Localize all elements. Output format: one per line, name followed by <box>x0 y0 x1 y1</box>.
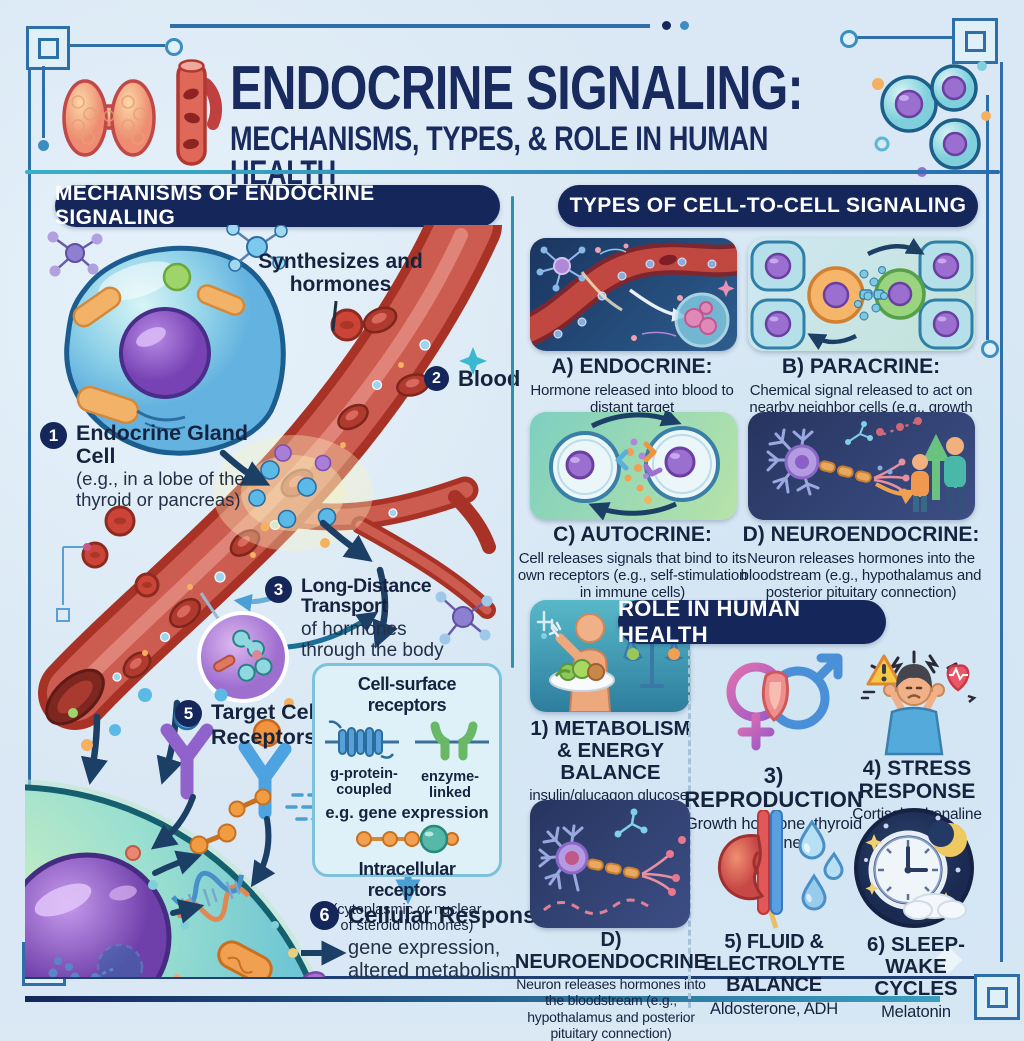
step-transport-label: Long-Distance Transport <box>301 575 432 618</box>
frame-node <box>840 30 858 48</box>
stress-label: 4) STRESS RESPONSE <box>858 757 976 803</box>
reproduction-label: 3) REPRODUCTION <box>684 763 863 812</box>
enzyme-linked-label: enzyme-linked <box>420 769 480 801</box>
gprotein-enzyme-receptor-icons <box>325 720 489 761</box>
sleep-wake-icon <box>854 808 974 928</box>
sleep-label: 6) SLEEP-WAKE CYCLES <box>867 933 965 1001</box>
frame-line <box>70 44 165 47</box>
neuroendocrine-type-label: D) NEUROENDOCRINE: <box>742 523 980 546</box>
frame-corner-bottom-right <box>974 974 1020 1020</box>
right-panel-header: TYPES OF CELL-TO-CELL SIGNALING <box>558 185 978 227</box>
frame-line <box>848 36 978 39</box>
neuroendocrine-type-desc: Neuron releases hormones into the bloods… <box>740 549 982 602</box>
step-receptors-label: Target Cell Receptors <box>211 700 321 749</box>
column-divider <box>511 196 514 668</box>
cells-icon <box>872 61 991 177</box>
endocrine-type-label: A) ENDOCRINE: <box>551 355 713 378</box>
neuroendocrine-type-caption: D) NEUROENDOCRINE: Neuron releases hormo… <box>733 523 989 602</box>
fluid-caption: 5) FLUID & ELECTROLYTE BALANCE Aldostero… <box>660 931 888 1019</box>
stress-icon <box>860 650 977 756</box>
endocrine-type-image <box>530 238 737 351</box>
metabolism-illustration <box>536 608 685 712</box>
endocrine-type-caption: A) ENDOCRINE: Hormone released into bloo… <box>518 355 746 417</box>
frame-line-bottom <box>25 976 993 979</box>
header-divider <box>25 170 1000 174</box>
fluid-balance-icon <box>717 810 844 929</box>
step-gland: 1 Endocrine Gland Cell (e.g., in a lobe … <box>40 422 290 511</box>
step-blood: 2 Blood <box>424 366 520 391</box>
frame-line-bottom2 <box>25 996 940 1002</box>
frame-corner-top-right <box>952 18 998 64</box>
autocrine-type-image <box>530 412 737 520</box>
frame-dot <box>680 21 689 30</box>
gprotein-label: g-protein- coupled <box>330 766 398 798</box>
frame-line <box>170 24 650 28</box>
metabolism-image <box>530 600 690 712</box>
synthesizes-label: Synthesizes and hormones <box>258 250 423 297</box>
page-subtitle: MECHANISMS, TYPES, & ROLE IN HUMAN HEALT… <box>230 120 768 192</box>
neuroendocrine-illustration <box>766 417 966 513</box>
health-header: ROLE IN HUMAN HEALTH <box>618 596 886 647</box>
sleep-desc: Melatonin <box>881 1003 951 1022</box>
fluid-label: 5) FLUID & ELECTROLYTE BALANCE <box>703 931 845 997</box>
health-neuro-label: D) NEUROENDOCRINE <box>514 929 708 973</box>
step-gland-number: 1 <box>40 422 67 449</box>
autocrine-type-caption: C) AUTOCRINE: Cell releases signals that… <box>515 523 750 602</box>
step-gland-label: Endocrine Gland Cell <box>76 421 249 468</box>
intracellular-receptors-sub: (cytoplasmic or nuclear of steroid hormo… <box>332 902 482 935</box>
step-response: 6 Cellular Response <box>310 901 549 930</box>
thyroid-gland-icon <box>62 79 156 157</box>
frame-line-left <box>28 70 31 945</box>
sleep-caption: 6) SLEEP-WAKE CYCLES Melatonin <box>840 933 992 1023</box>
frame-line <box>42 66 45 138</box>
step-response-sub: gene expression, altered metabolism <box>348 937 517 982</box>
frame-node <box>38 140 49 151</box>
endocrine-illustration <box>530 242 737 348</box>
fluid-desc: Aldosterone, ADH <box>710 999 838 1018</box>
step-gland-sub: (e.g., in a lobe of the thyroid or pancr… <box>76 468 245 510</box>
metabolism-label: 1) METABOLISM & ENERGY BALANCE <box>530 717 691 785</box>
step-transport-number: 3 <box>265 576 292 603</box>
health-neuro-illustration <box>538 808 686 915</box>
neuroendocrine-type-image <box>748 412 975 520</box>
autocrine-illustration <box>549 412 720 520</box>
step-blood-label: Blood <box>458 366 521 391</box>
gene-expression-example: e.g. gene expression <box>325 804 489 822</box>
intracellular-receptors-title: Intracellular receptors <box>358 859 456 900</box>
frame-node <box>165 38 183 56</box>
step-receptors-number: 5 <box>175 700 202 727</box>
receptors-box: Cell-surface receptors g-protein- couple… <box>312 663 502 934</box>
receptors-box-title: Cell-surface receptors <box>357 674 457 715</box>
step-transport: 3 Long-Distance Transport of hormones th… <box>265 576 510 661</box>
blood-vessel-icon <box>176 59 223 166</box>
stress-caption: 4) STRESS RESPONSE Cortisol, adrenaline <box>842 757 992 824</box>
mechanisms-illustration <box>25 225 502 977</box>
page-title: ENDOCRINE SIGNALING: <box>230 54 804 123</box>
step-response-number: 6 <box>310 901 339 930</box>
step-blood-number: 2 <box>424 366 449 391</box>
health-neuro-image <box>530 800 690 928</box>
left-panel-header: MECHANISMS OF ENDOCRINE SIGNALING <box>55 182 500 229</box>
step-receptors: 5 Target Cell Receptors <box>175 700 321 749</box>
frame-corner-top-left <box>26 26 70 70</box>
frame-dot <box>662 21 671 30</box>
step-response-label: Cellular Response <box>348 902 549 928</box>
frame-node <box>981 340 999 358</box>
steroid-molecule-icon <box>356 824 459 854</box>
autocrine-type-desc: Cell releases signals that bind to its o… <box>517 549 748 602</box>
frame-line <box>986 95 989 340</box>
paracrine-illustration <box>750 238 974 351</box>
paracrine-type-label: B) PARACRINE: <box>781 355 941 378</box>
autocrine-type-label: C) AUTOCRINE: <box>553 523 712 546</box>
step-transport-sub: of hormones through the body <box>301 618 444 662</box>
reproduction-icon <box>726 653 843 751</box>
paracrine-type-image <box>748 238 975 351</box>
endocrine-type-desc: Hormone released into blood to distant t… <box>530 381 734 417</box>
frame-line-right <box>1000 62 1003 962</box>
